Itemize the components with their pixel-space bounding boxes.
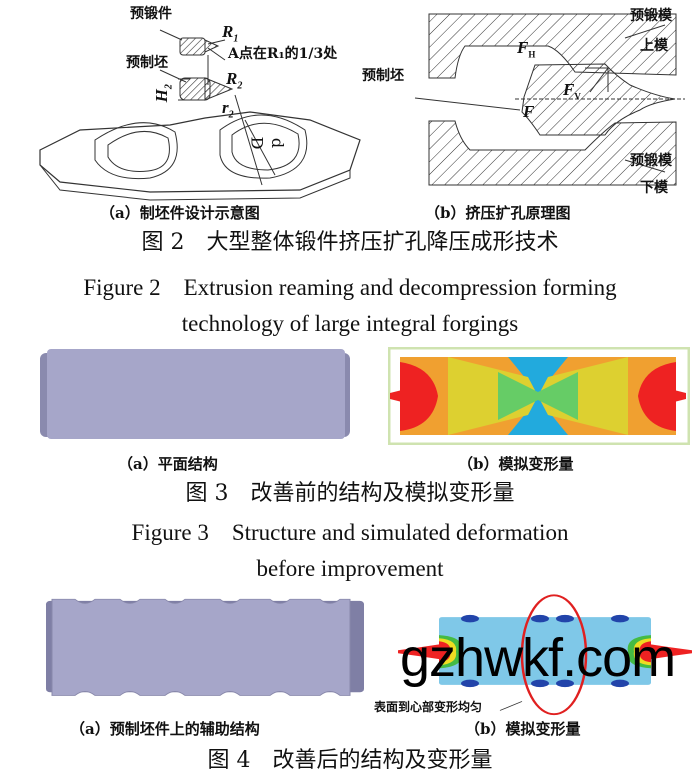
- fv-symbol: F: [563, 80, 575, 99]
- fv-sub: V: [574, 91, 581, 102]
- caption-fig2b: （b）挤压扩孔原理图: [425, 204, 571, 222]
- label-point-a: A点在R₁的1/3处: [228, 46, 338, 62]
- label-fh: FH: [517, 38, 535, 64]
- simulated-deformation-before: [388, 347, 690, 445]
- auxiliary-structure-block: [46, 598, 364, 696]
- figure2-title-en-line1: Figure 2 Extrusion reaming and decompres…: [83, 275, 617, 300]
- label-preform-b: 预制坯: [362, 68, 404, 84]
- fh-symbol: F: [517, 38, 529, 57]
- label-r2: R2: [226, 69, 242, 95]
- figure3-title-en-line1: Figure 3 Structure and simulated deforma…: [131, 520, 569, 545]
- label-d2-small: d: [268, 137, 288, 149]
- label-upper-die-2: 上模: [640, 38, 668, 54]
- label-r2-small: r2: [222, 98, 234, 124]
- r2-symbol: R: [226, 69, 238, 88]
- figure3-title-cn: 图 3 改善前的结构及模拟变形量: [185, 481, 515, 506]
- figure2-title-en-line2: technology of large integral forgings: [181, 311, 519, 336]
- watermark: gzhwkf.com: [400, 628, 676, 688]
- label-d2-big: D: [247, 136, 267, 150]
- r2-small-symbol: r: [222, 98, 229, 117]
- figure2-title-cn: 图 2 大型整体锻件挤压扩孔降压成形技术: [141, 230, 559, 255]
- h2-sub: 2: [163, 84, 175, 90]
- caption-fig4a: （a）预制坯件上的辅助结构: [70, 720, 260, 738]
- label-preforging: 预锻件: [130, 6, 172, 22]
- r2-small-sub: 2: [228, 109, 234, 121]
- r1-sub: 1: [233, 33, 239, 45]
- extrusion-principle-drawing: [414, 13, 685, 186]
- label-lower-die-1: 预锻模: [630, 153, 672, 169]
- flat-structure-block: [40, 349, 350, 439]
- annotation-uniform-deformation: 表面到心部变形均匀: [374, 700, 483, 714]
- label-r1: R1: [222, 22, 238, 48]
- figure3-title-en-line2: before improvement: [256, 556, 444, 581]
- caption-fig3a: （a）平面结构: [118, 455, 218, 473]
- caption-fig2a: （a）制坯件设计示意图: [100, 204, 260, 222]
- label-preform: 预制坯: [126, 55, 168, 71]
- figure4-title-cn: 图 4 改善后的结构及变形量: [207, 748, 493, 773]
- fh-sub: H: [528, 49, 536, 60]
- simulated-deformation-after: [398, 594, 692, 716]
- label-fv: FV: [563, 80, 581, 106]
- r2-sub: 2: [237, 80, 243, 92]
- caption-fig3b: （b）模拟变形量: [458, 455, 574, 473]
- caption-fig4b: （b）模拟变形量: [465, 720, 581, 738]
- label-lower-die-2: 下模: [640, 180, 668, 196]
- h2-symbol: H: [151, 89, 171, 103]
- label-f: F: [523, 102, 535, 121]
- label-h2: H2: [152, 84, 178, 102]
- preform-design-drawing: [39, 29, 361, 201]
- r1-symbol: R: [222, 22, 234, 41]
- label-upper-die-1: 预锻模: [630, 8, 672, 24]
